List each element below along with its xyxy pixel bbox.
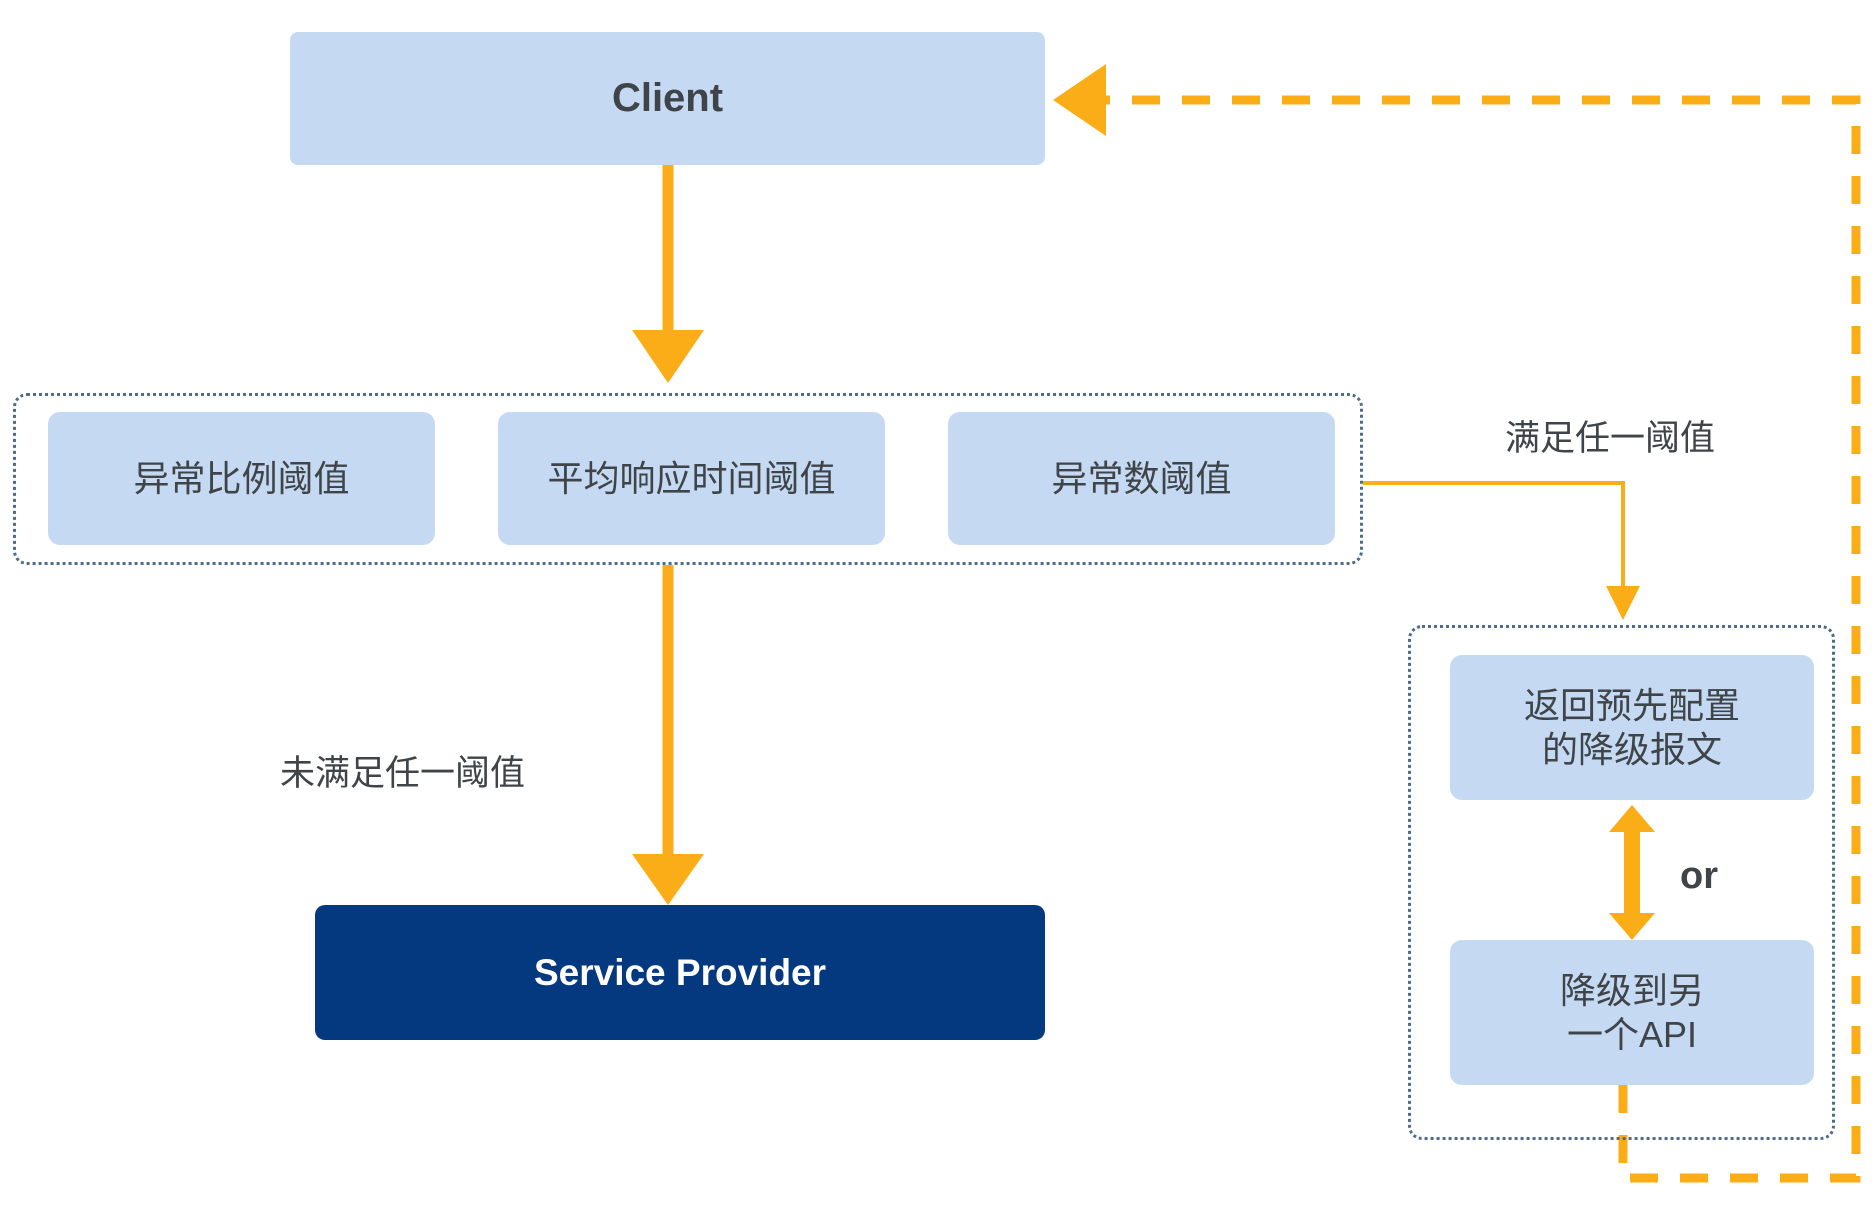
- threshold-group-container: [13, 393, 1363, 565]
- edge-label-not-met: 未满足任一阈值: [280, 754, 526, 793]
- edge-label-or: or: [1680, 855, 1718, 897]
- node-threshold-error-count[interactable]: 异常数阈值: [948, 412, 1335, 545]
- edge-fallback-return-to-client: [1053, 64, 1861, 1183]
- edge-thresholds-to-service-provider: [632, 565, 704, 905]
- node-threshold-avg-response-time[interactable]: 平均响应时间阈值: [498, 412, 885, 545]
- edge-fallback-or: [1609, 805, 1655, 940]
- node-fallback-preconfigured-message[interactable]: 返回预先配置 的降级报文: [1450, 655, 1814, 800]
- node-fallback-another-api[interactable]: 降级到另 一个API: [1450, 940, 1814, 1085]
- fallback-group-container: [1408, 625, 1835, 1140]
- edge-thresholds-to-fallback: [1363, 481, 1640, 620]
- edge-label-met: 满足任一阈值: [1505, 419, 1716, 458]
- edge-client-to-thresholds: [632, 165, 704, 383]
- node-service-provider[interactable]: Service Provider: [315, 905, 1045, 1040]
- node-client[interactable]: Client: [290, 32, 1045, 165]
- node-threshold-error-ratio[interactable]: 异常比例阈值: [48, 412, 435, 545]
